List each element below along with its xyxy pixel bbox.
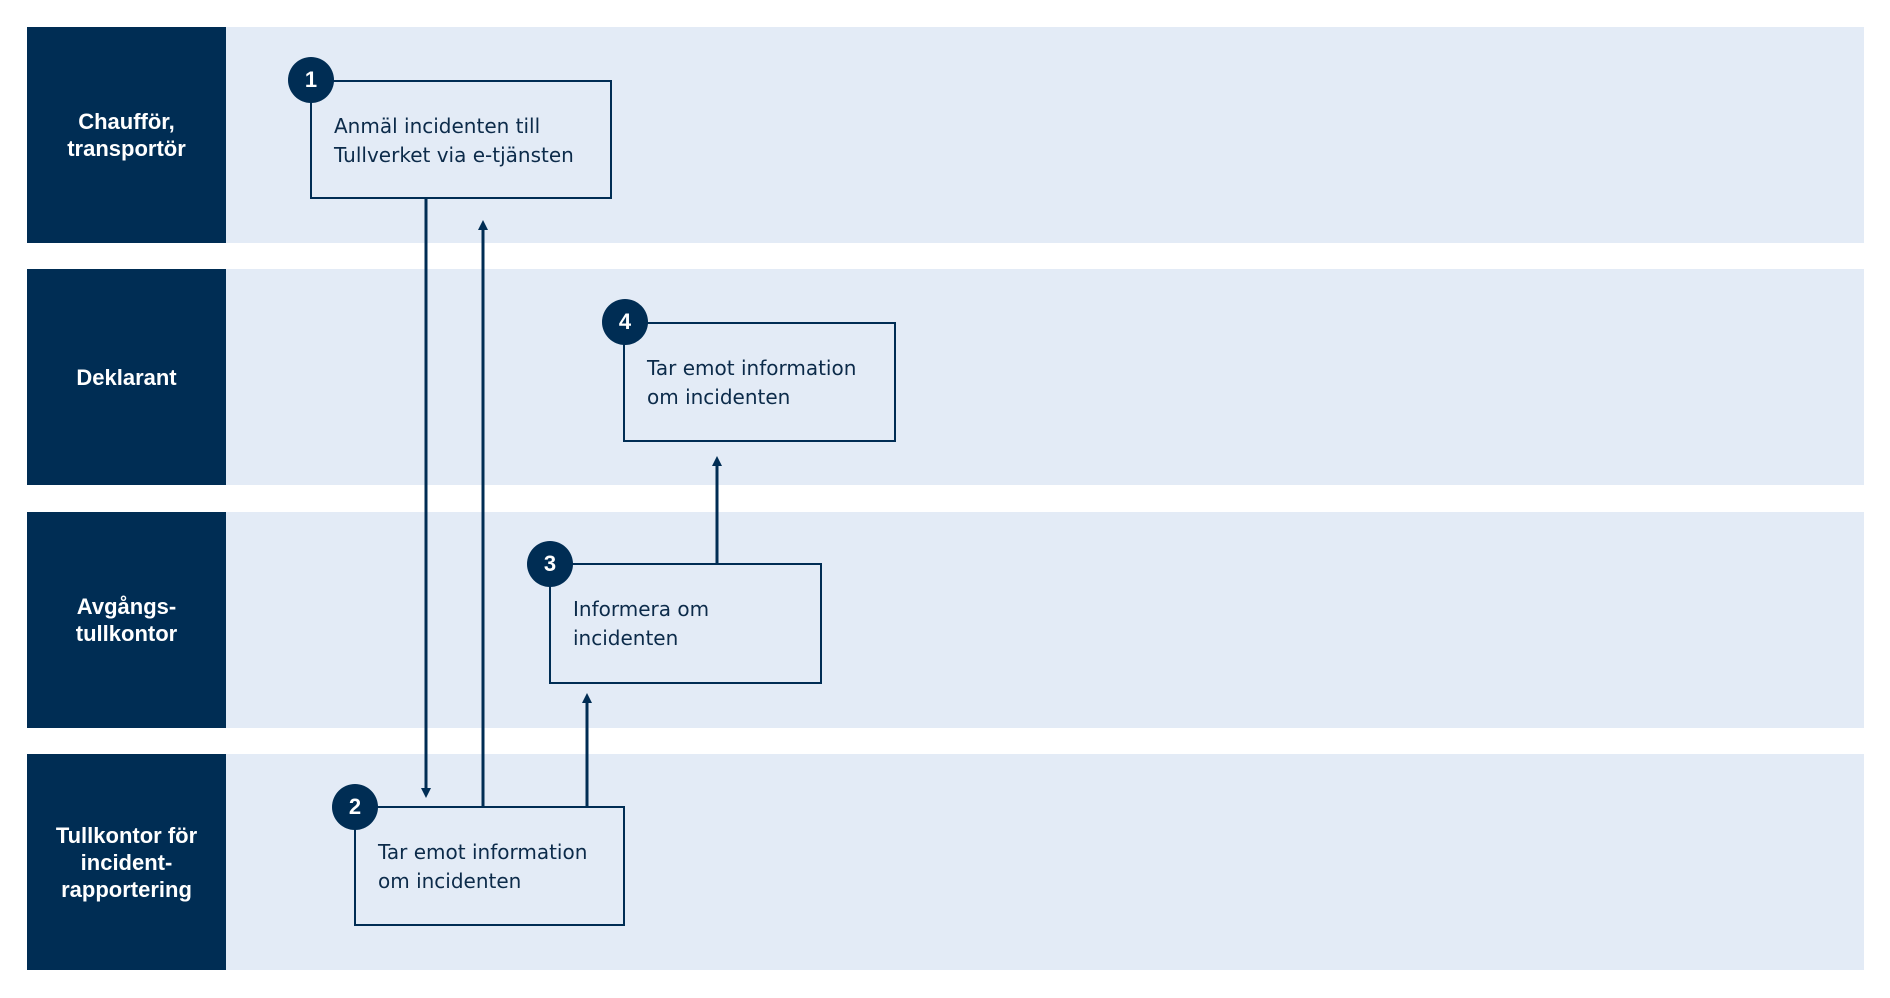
step-2-box: Tar emot information om incidenten <box>354 806 625 926</box>
lane-label-tullkontor-incident: Tullkontor för incident- rapportering <box>27 754 226 970</box>
step-3-box: Informera om incidenten <box>549 563 822 684</box>
step-1-box: Anmäl incidenten till Tullverket via e-t… <box>310 80 612 199</box>
lane-label-avgangstullkontor: Avgångs- tullkontor <box>27 512 226 728</box>
lane-band-avgangstullkontor <box>226 512 1864 728</box>
step-4-number: 4 <box>602 299 648 345</box>
lane-band-deklarant <box>226 269 1864 485</box>
step-3-number: 3 <box>527 541 573 587</box>
step-1-number: 1 <box>288 57 334 103</box>
lane-label-deklarant: Deklarant <box>27 269 226 485</box>
step-2-number: 2 <box>332 784 378 830</box>
step-4-box: Tar emot information om incidenten <box>623 322 896 442</box>
lane-label-chauffor: Chaufför, transportör <box>27 27 226 243</box>
